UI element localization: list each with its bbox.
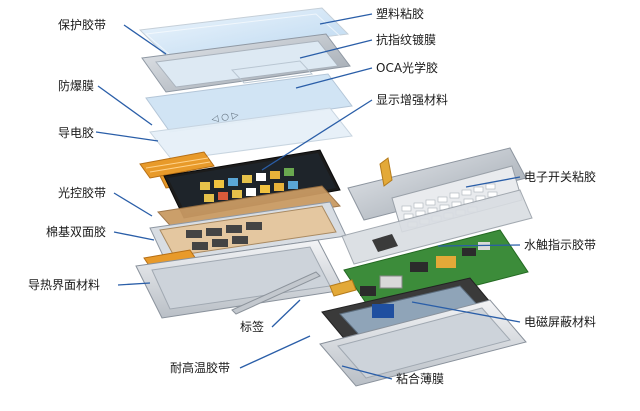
label-water-contact-indicator-tape: 水触指示胶带 — [524, 238, 596, 252]
label-emi-shielding-material: 电磁屏蔽材料 — [524, 315, 596, 329]
label-display-enhancement-material: 显示增强材料 — [376, 93, 448, 107]
label-plastic-adhesive: 塑料粘胶 — [376, 7, 424, 21]
label-light-control-tape: 光控胶带 — [58, 186, 106, 200]
label-conductive-adhesive: 导电胶 — [58, 126, 94, 140]
label-electronic-switch-adhesive: 电子开关粘胶 — [524, 170, 596, 184]
label-high-temp-tape: 耐高温胶带 — [170, 361, 230, 375]
label-protective-tape: 保护胶带 — [58, 18, 106, 32]
label-bonding-film: 粘合薄膜 — [396, 372, 444, 386]
label-anti-fingerprint-coating: 抗指纹镀膜 — [376, 33, 436, 47]
label-tag: 标签 — [240, 320, 264, 334]
label-oca-optical-adhesive: OCA光学胶 — [376, 61, 438, 75]
label-cotton-double-sided-tape: 棉基双面胶 — [46, 225, 106, 239]
label-explosion-proof-film: 防爆膜 — [58, 79, 94, 93]
label-thermal-interface-material: 导热界面材料 — [28, 278, 100, 292]
